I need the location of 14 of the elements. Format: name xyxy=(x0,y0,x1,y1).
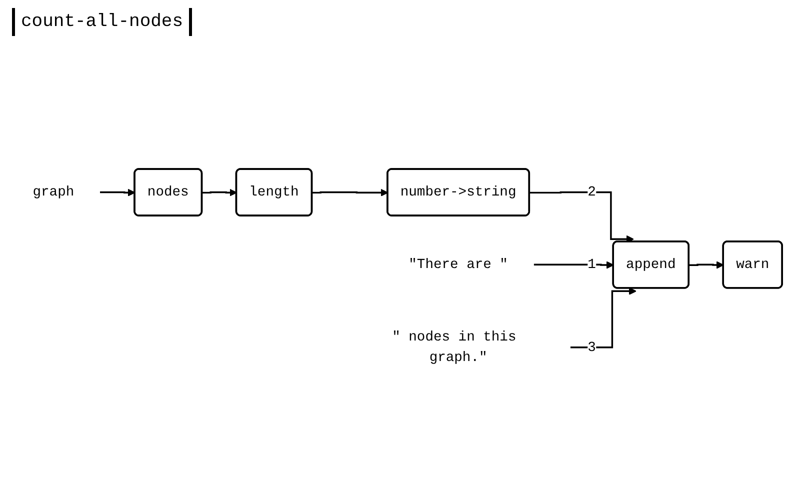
arrow xyxy=(689,261,724,269)
node-text: "There are " xyxy=(408,256,508,272)
arrow xyxy=(530,191,634,243)
node-text: graph xyxy=(32,184,74,200)
edge-label: 1 xyxy=(588,256,596,272)
arrow xyxy=(100,188,136,196)
edge-label: 3 xyxy=(588,340,596,356)
arrow xyxy=(534,261,614,269)
node-text: " nodes in this graph." xyxy=(392,329,516,366)
diagram-title: count-all-nodes xyxy=(12,8,192,36)
arrow xyxy=(312,188,388,196)
arrow xyxy=(570,287,636,348)
edge-label: 2 xyxy=(588,184,596,200)
arrow xyxy=(202,188,237,196)
